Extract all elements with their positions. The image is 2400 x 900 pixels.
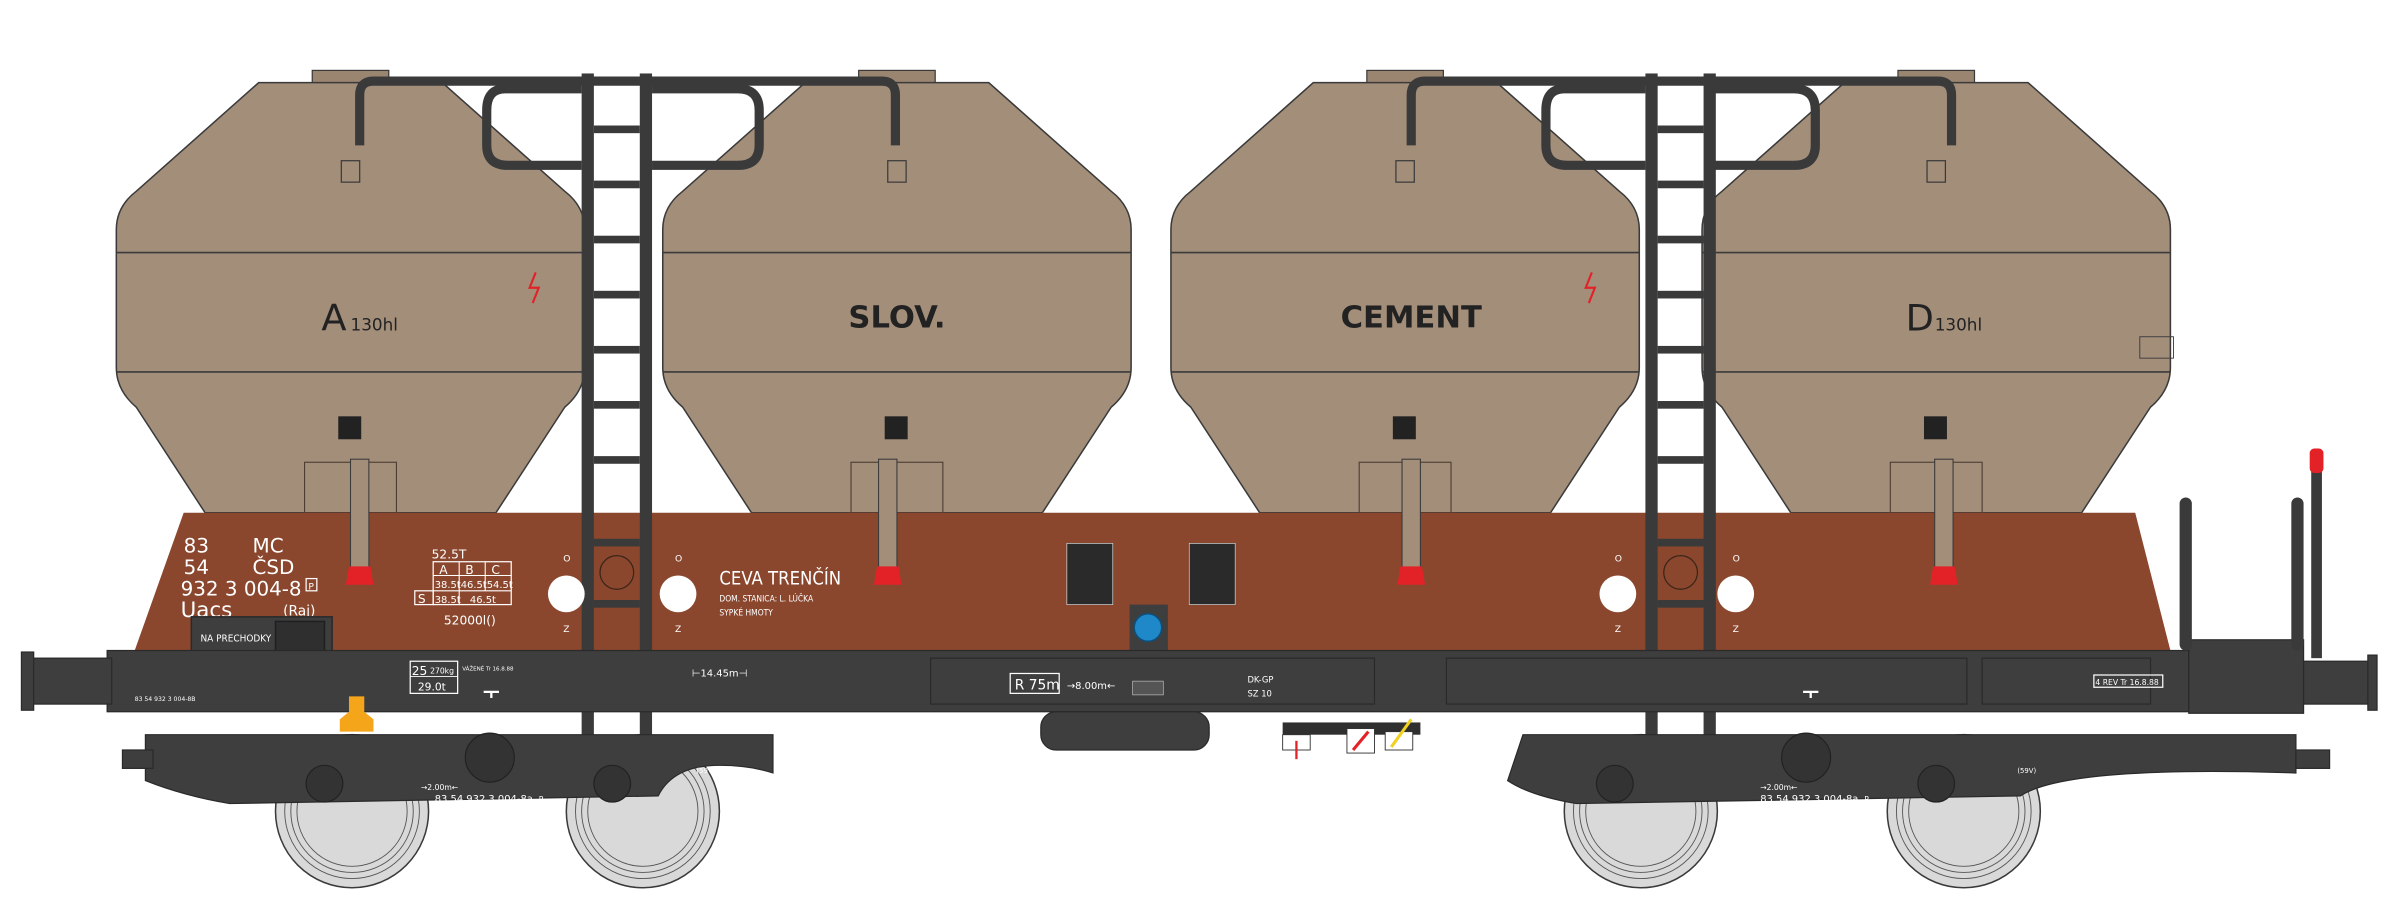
svg-text:VÁŽENÉ Tr 16.8.88: VÁŽENÉ Tr 16.8.88 — [462, 664, 514, 672]
hopper-label-slov: SLOV. — [848, 301, 945, 336]
ident-csd: ČSD — [253, 555, 295, 579]
hopper-volume-a: 130hl — [351, 315, 398, 335]
svg-text:52000l(): 52000l() — [444, 613, 496, 627]
brake-lever[interactable] — [2311, 459, 2322, 659]
svg-text:29.0t: 29.0t — [418, 680, 446, 693]
svg-text:38.5t: 38.5t — [435, 580, 461, 591]
svg-text:O: O — [1733, 554, 1740, 565]
brake-handle-red[interactable] — [1346, 728, 1375, 754]
svg-text:54.5t: 54.5t — [487, 580, 513, 591]
bogie-number: 83 54 932 3 004-8a — [435, 794, 533, 805]
bogie-left — [121, 732, 774, 805]
svg-text:A: A — [439, 563, 448, 577]
svg-text:O: O — [1615, 554, 1622, 565]
ident-mc: MC — [253, 535, 284, 558]
buffer-left — [26, 657, 113, 705]
svg-text:→8.00m←: →8.00m← — [1067, 681, 1115, 692]
svg-text:R 75m: R 75m — [1015, 678, 1060, 694]
valve-indicator[interactable] — [1717, 575, 1755, 613]
home-station: DOM. STANICA: L. LÚČKA — [719, 593, 814, 604]
hopper-d — [1701, 69, 2172, 514]
hopper-label-cement: CEMENT — [1341, 301, 1482, 336]
valve-indicator[interactable] — [1599, 575, 1637, 613]
bogie-code: (59V) — [2017, 767, 2036, 775]
coupling-hook — [339, 696, 374, 732]
p-mark: P — [539, 795, 544, 804]
info-plate — [1188, 542, 1236, 605]
buffer-right — [2302, 660, 2374, 705]
wagon-number: 932 3 004-8 — [181, 577, 302, 600]
svg-text:270kg: 270kg — [430, 666, 454, 675]
ident-54: 54 — [184, 556, 209, 579]
end-post — [2179, 497, 2192, 651]
hopper-c — [1170, 69, 1641, 514]
svg-text:Z: Z — [675, 624, 681, 635]
frame-markings: 25 270kg 29.0t VÁŽENÉ Tr 16.8.88 ⊢14.45m… — [135, 660, 2164, 703]
air-reservoir — [1040, 711, 1210, 751]
step-label: NA PRECHODKY — [201, 633, 272, 644]
ident-83: 83 — [184, 535, 209, 558]
svg-text:SZ 10: SZ 10 — [1247, 688, 1271, 698]
load-table: 52.5T A B C 38.5t 46.5t 54.5t S 38.5t 46… — [414, 548, 513, 627]
valve-indicator[interactable] — [547, 575, 585, 613]
svg-text:Z: Z — [1615, 624, 1621, 635]
hopper-volume-d: 130hl — [1935, 315, 1982, 335]
bogie-wheelbase: →2.00m← — [1760, 783, 1797, 792]
svg-text:83 54 932 3 004-8B: 83 54 932 3 004-8B — [135, 696, 196, 703]
svg-text:38.5t: 38.5t — [435, 595, 461, 606]
svg-text:C: C — [491, 563, 500, 577]
bogie-right — [1506, 732, 2331, 805]
hopper-letter-a: A — [321, 297, 346, 340]
info-plate — [1066, 542, 1114, 605]
svg-text:S: S — [418, 592, 426, 606]
svg-text:B: B — [465, 563, 473, 577]
svg-text:Z: Z — [563, 624, 569, 635]
owner-name: CEVA TRENČÍN — [719, 568, 841, 590]
svg-text:52.5T: 52.5T — [432, 548, 467, 562]
inspection-plate — [2139, 336, 2174, 359]
svg-text:O: O — [563, 554, 570, 565]
wagon-raj: (Raj) — [283, 603, 315, 619]
svg-text:O: O — [675, 554, 682, 565]
bogie-number: 83 54 932 3 004-8a — [1760, 794, 1858, 805]
hopper-letter-d: D — [1906, 297, 1934, 340]
discharge-valve[interactable] — [1133, 613, 1163, 643]
p-mark: P — [308, 581, 314, 592]
bogie-code: (59V) — [696, 767, 715, 775]
svg-text:25: 25 — [412, 664, 428, 678]
svg-text:Z: Z — [1733, 624, 1739, 635]
high-voltage-icon — [1584, 272, 1597, 304]
p-mark: P — [1864, 795, 1869, 804]
loading-gantry — [355, 76, 1957, 170]
svg-text:4 REV Tr 16.8.88: 4 REV Tr 16.8.88 — [2095, 678, 2158, 687]
svg-text:⊢14.45m⊣: ⊢14.45m⊣ — [692, 669, 747, 680]
svg-text:46.5t: 46.5t — [461, 580, 487, 591]
high-voltage-icon — [528, 272, 541, 304]
cargo-type: SYPKÉ HMOTY — [719, 606, 773, 617]
bogie-wheelbase: →2.00m← — [421, 783, 458, 792]
svg-text:DK-GP: DK-GP — [1247, 675, 1273, 685]
hopper-a — [115, 69, 586, 514]
svg-text:46.5t: 46.5t — [470, 595, 496, 606]
valve-indicator[interactable] — [659, 575, 697, 613]
